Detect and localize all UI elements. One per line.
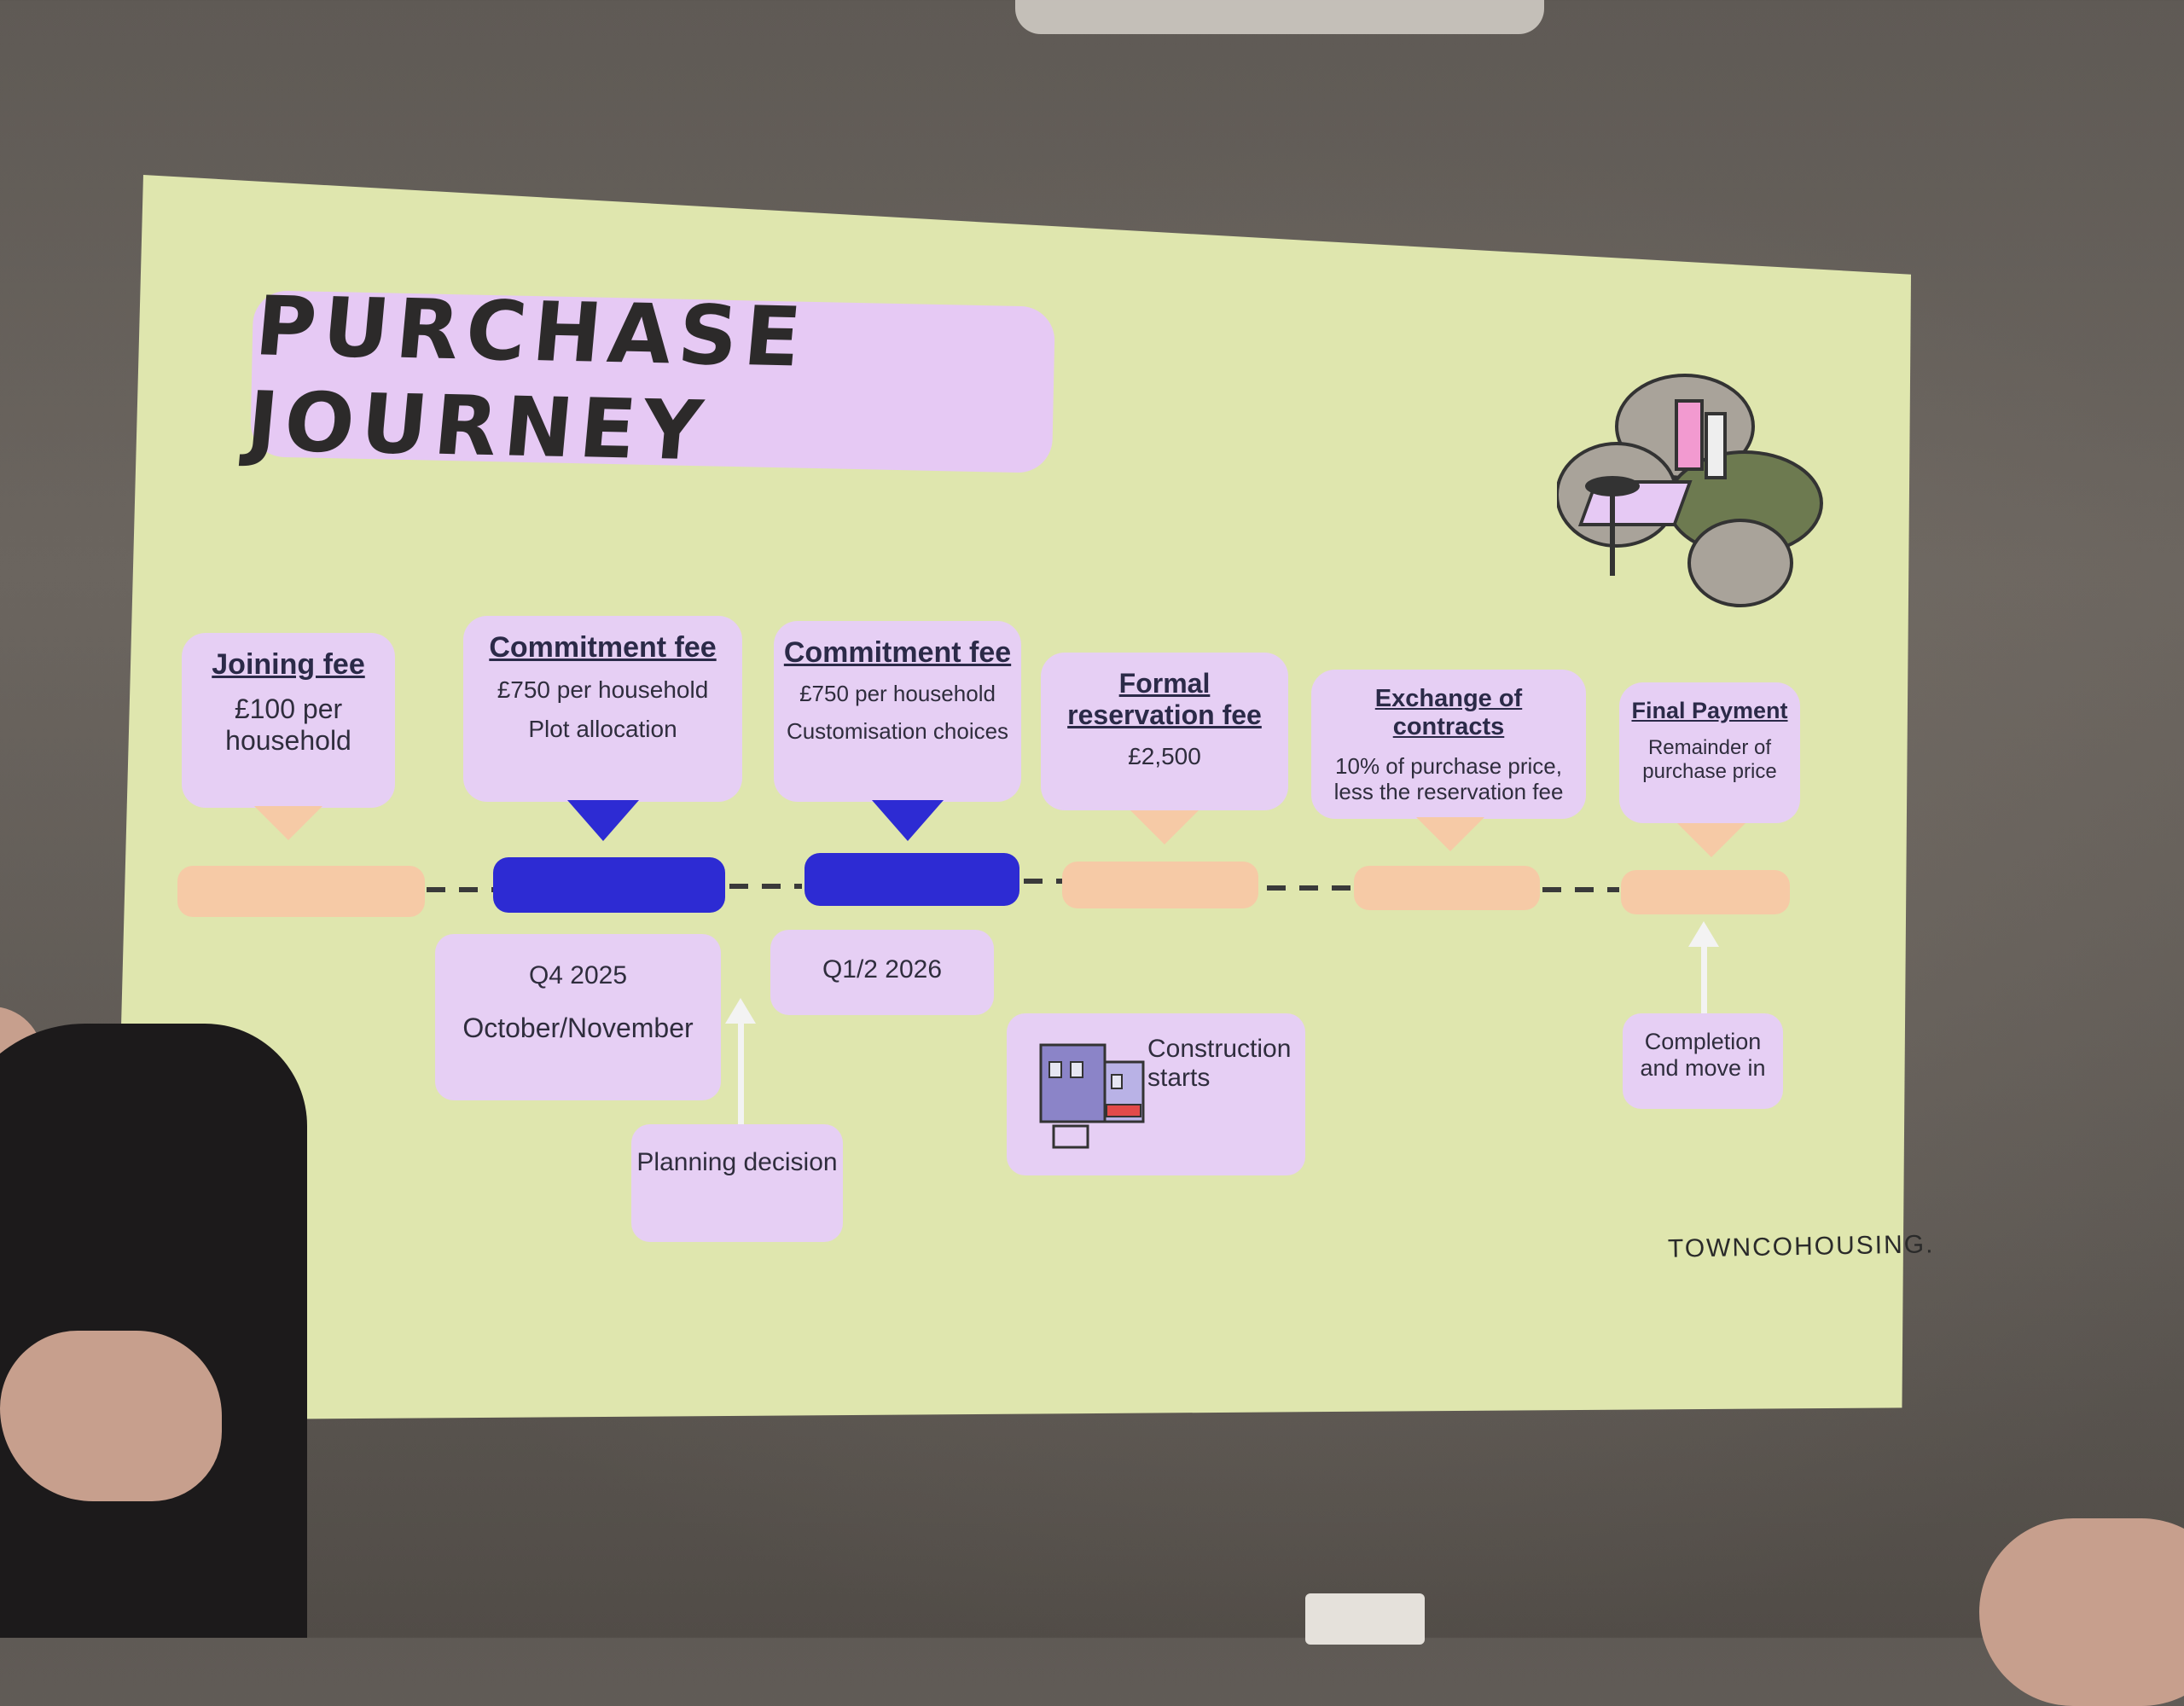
event-note-planning-decision: Planning decision [631,1124,843,1242]
projector-edge [1015,0,1544,34]
timeline-bar-commitment-1 [493,857,725,913]
stage-pointer [1677,823,1745,857]
stage-detail: 10% of purchase price, less the reservat… [1333,752,1564,804]
timeline-dash [427,887,493,892]
stage-detail: £100 per household [225,693,351,756]
arrow-up-icon [725,998,756,1024]
wall-socket [1305,1593,1425,1645]
stage-heading: Final Payment [1631,698,1788,723]
slide-title: PURCHASE JOURNEY [242,277,812,479]
stage-heading: Formal reservation fee [1067,668,1262,730]
presenter-hands [0,1331,222,1501]
stage-heading: Commitment fee [489,631,717,664]
timeline-dash [1024,879,1062,884]
stage-card-commitment-fee-2: Commitment fee £750 per household Custom… [774,621,1021,802]
stage-detail: Remainder of purchase price [1642,736,1777,783]
timeline-bar-commitment-2 [804,853,1019,906]
event-label: Planning decision [636,1148,838,1176]
timing-quarter: Q4 2025 [528,961,628,989]
stage-detail: Plot allocation [528,716,677,743]
stage-heading: Joining fee [212,648,365,681]
arrow-up-icon [1688,921,1719,947]
stage-card-commitment-fee-1: Commitment fee £750 per household Plot a… [463,616,742,802]
stage-card-final-payment: Final Payment Remainder of purchase pric… [1619,682,1800,823]
stage-card-formal-reservation-fee: Formal reservation fee £2,500 [1041,653,1288,810]
arrow-shaft [1701,945,1707,1013]
brand-logo: TOWNCOHOUSING. [1667,1230,1935,1263]
audience-head [1979,1518,2184,1706]
timeline-dash [729,884,802,889]
stage-detail: £2,500 [1128,742,1201,769]
stage-heading: Commitment fee [783,636,1012,669]
stage-pointer [1416,817,1484,851]
timing-quarter: Q1/2 2026 [822,955,943,984]
stage-pointer [567,800,639,841]
presenter [0,1024,307,1638]
stage-detail: £750 per household [799,681,996,707]
timeline-dash [1542,887,1619,892]
stage-card-joining-fee: Joining fee £100 per household [182,633,395,808]
title-banner: PURCHASE JOURNEY [243,278,1055,479]
stage-card-exchange-of-contracts: Exchange of contracts 10% of purchase pr… [1311,670,1586,819]
event-label: Construction starts [1147,1035,1292,1092]
arrow-shaft [738,1022,744,1124]
timing-note-q4-2025: Q4 2025 October/November [435,934,721,1100]
stage-heading: Exchange of contracts [1374,685,1523,741]
timing-note-q12-2026: Q1/2 2026 [770,930,994,1015]
timeline-bar-final [1621,870,1790,914]
stage-pointer [872,800,944,841]
timeline-bar-joining [177,866,425,917]
garden-table-illustration [1557,374,1823,607]
stage-detail: Customisation choices [786,717,1009,744]
timeline-dash [1267,885,1352,891]
stage-detail: £750 per household [497,676,709,704]
event-note-completion: Completion and move in [1623,1013,1783,1109]
stage-pointer [1130,810,1199,844]
building-illustration [1039,1043,1145,1149]
timeline-bar-reservation [1062,862,1258,908]
timeline-bar-exchange [1354,866,1540,910]
stage-pointer [254,806,322,840]
event-label: Completion and move in [1640,1029,1766,1081]
timing-months: October/November [462,1013,694,1043]
